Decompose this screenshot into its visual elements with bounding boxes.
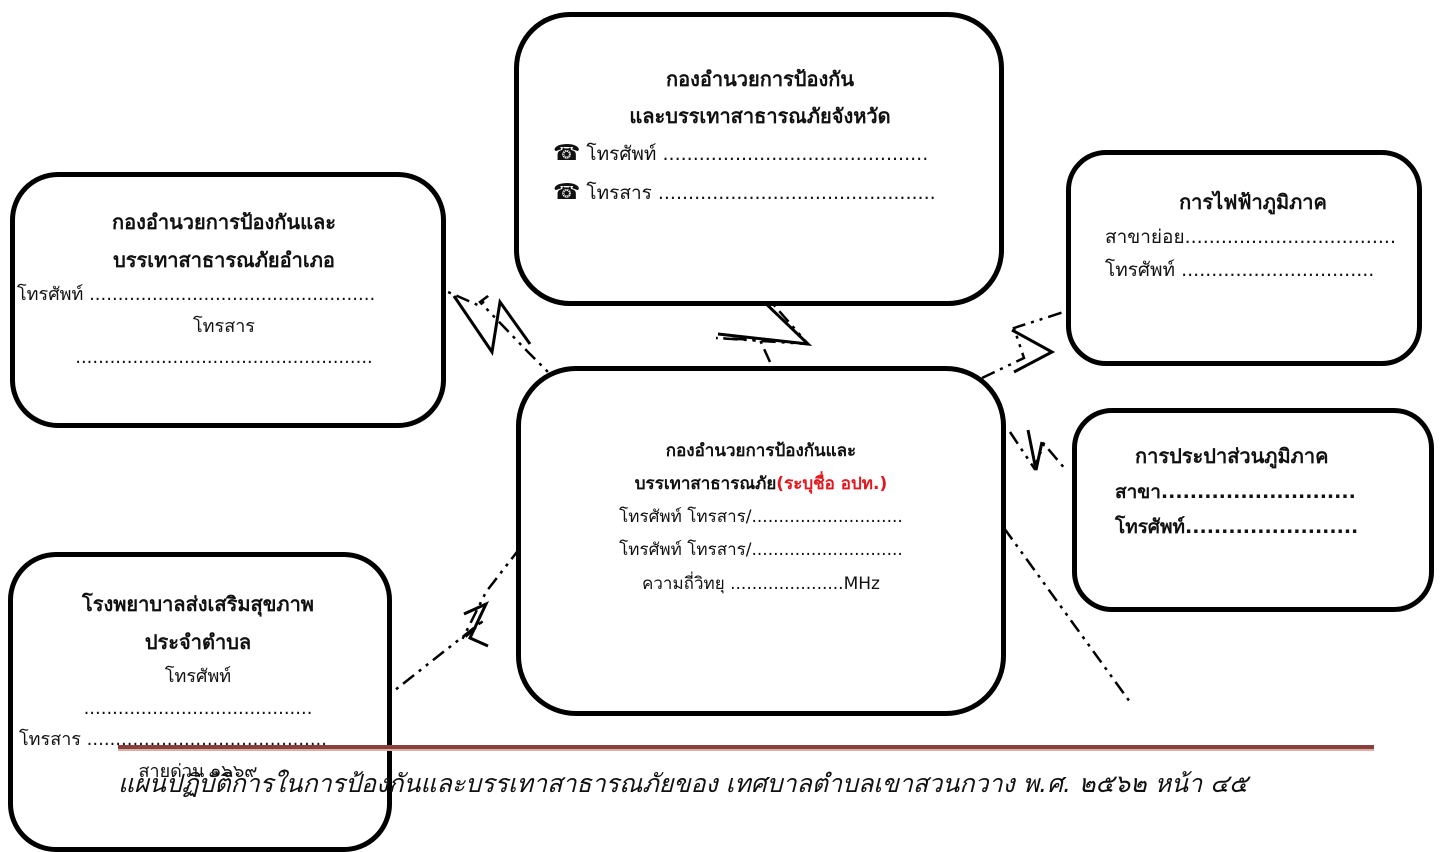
main-phone-fax-2: โทรศัพท์ โทรสาร/........................… bbox=[619, 540, 903, 561]
district-fax-dots: ........................................… bbox=[75, 347, 373, 368]
province-fax-row: ☎โทรสาร ................................… bbox=[553, 174, 967, 213]
water-phone: โทรศัพท์........................ bbox=[1115, 516, 1359, 539]
main-title-line-2: บรรเทาสาธารณภัย(ระบุชื่อ อปท.) bbox=[531, 468, 991, 501]
link-main-electric bbox=[981, 308, 1071, 380]
hospital-title-line-1: โรงพยาบาลส่งเสริมสุขภาพ bbox=[82, 592, 314, 616]
node-provincial-waterworks: การประปาส่วนภูมิภาค สาขา................… bbox=[1072, 408, 1434, 612]
electric-phone: โทรศัพท์ ...............................… bbox=[1105, 259, 1375, 282]
main-title-line-1: กองอำนวยการป้องกันและ bbox=[665, 441, 857, 461]
node-district-disaster-office: กองอำนวยการป้องกันและ บรรเทาสาธารณภัยอำเ… bbox=[10, 172, 446, 428]
province-title-line-2: และบรรเทาสาธารณภัยจังหวัด bbox=[629, 104, 891, 128]
telephone-icon: ☎ bbox=[553, 141, 581, 166]
main-radio-unit: MHz bbox=[843, 573, 880, 594]
link-main-hospital bbox=[389, 547, 521, 695]
node-provincial-electricity: การไฟฟ้าภูมิภาค สาขาย่อย................… bbox=[1066, 150, 1422, 366]
link-main-water bbox=[1008, 431, 1067, 471]
district-fax-label: โทรสาร bbox=[193, 315, 255, 337]
telephone-icon: ☎ bbox=[553, 179, 581, 205]
link-main-district bbox=[447, 290, 563, 387]
province-phone: โทรศัพท์ ...............................… bbox=[586, 143, 929, 165]
electric-branch: สาขาย่อย................................… bbox=[1105, 226, 1396, 248]
main-radio-dots: ..................... bbox=[730, 573, 844, 594]
hospital-title-line-2: ประจำตำบล bbox=[144, 630, 252, 654]
link-main-province bbox=[715, 295, 811, 363]
province-phone-row: ☎โทรศัพท์ ..............................… bbox=[553, 135, 967, 174]
lightning-mark-electric bbox=[1011, 328, 1056, 374]
node-province-disaster-office: กองอำนวยการป้องกัน และบรรเทาสาธารณภัยจัง… bbox=[514, 12, 1004, 306]
hospital-fax: โทรสาร .................................… bbox=[19, 729, 327, 750]
water-title: การประปาส่วนภูมิภาค bbox=[1135, 444, 1329, 468]
water-branch: สาขา........................... bbox=[1115, 481, 1356, 503]
province-title-line-1: กองอำนวยการป้องกัน bbox=[665, 67, 855, 91]
district-title-line-2: บรรเทาสาธารณภัยอำเภอ bbox=[113, 248, 335, 272]
district-phone: โทรศัพท์ ...............................… bbox=[17, 284, 376, 305]
main-title-note: (ระบุชื่อ อปท.) bbox=[776, 474, 888, 495]
page-footer: แผนปฏิบัติการในการป้องกันและบรรเทาสาธารณ… bbox=[118, 769, 1248, 798]
main-phone-fax-1: โทรศัพท์ โทรสาร/........................… bbox=[619, 507, 903, 528]
electric-title: การไฟฟ้าภูมิภาค bbox=[1179, 190, 1327, 214]
hospital-phone-dots: ........................................ bbox=[83, 697, 313, 719]
link-main-lower-right bbox=[1002, 527, 1132, 703]
main-title-text: บรรเทาสาธารณภัย bbox=[634, 474, 777, 495]
province-fax: โทรสาร .................................… bbox=[586, 181, 936, 204]
lightning-mark-province bbox=[717, 296, 813, 346]
main-radio-row: ความถี่วิทยุ .....................MHz bbox=[531, 568, 991, 601]
district-title-line-1: กองอำนวยการป้องกันและ bbox=[112, 210, 336, 234]
hospital-hotline: สายด่วน ๑๖๖๙ bbox=[138, 760, 258, 782]
node-subdistrict-hospital: โรงพยาบาลส่งเสริมสุขภาพ ประจำตำบล โทรศัพ… bbox=[8, 552, 392, 852]
main-radio-label: ความถี่วิทยุ bbox=[642, 573, 731, 594]
node-local-disaster-office: กองอำนวยการป้องกันและ บรรเทาสาธารณภัย(ระ… bbox=[516, 366, 1006, 716]
footer-rule bbox=[118, 745, 1374, 751]
lightning-mark-water bbox=[1026, 429, 1044, 471]
hospital-phone-label: โทรศัพท์ bbox=[164, 666, 232, 687]
lightning-mark-hospital bbox=[463, 600, 490, 648]
lightning-mark-district bbox=[452, 295, 532, 356]
